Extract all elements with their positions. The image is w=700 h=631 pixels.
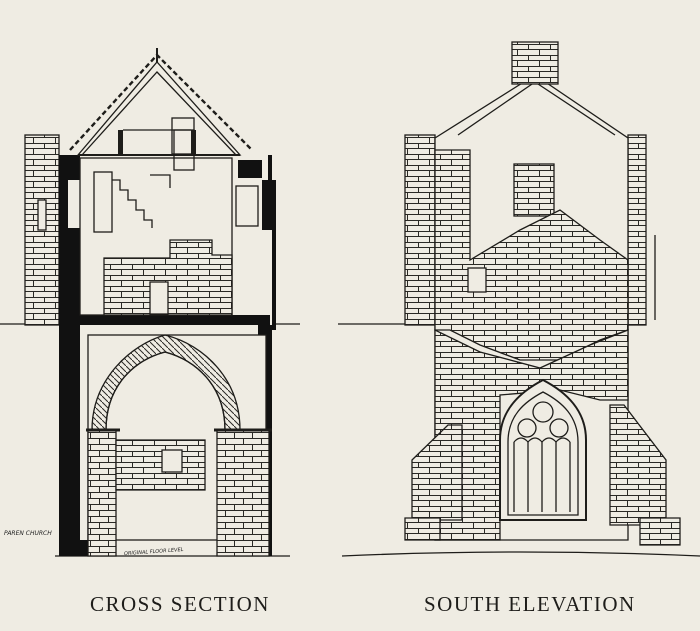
- cross-section-drawing: [0, 48, 300, 557]
- south-elevation-caption: SOUTH ELEVATION: [424, 592, 636, 616]
- church-annotation: PAREN CHURCH: [4, 530, 52, 537]
- cross-section-caption: CROSS SECTION: [90, 592, 270, 616]
- south-elevation-drawing: [338, 41, 700, 557]
